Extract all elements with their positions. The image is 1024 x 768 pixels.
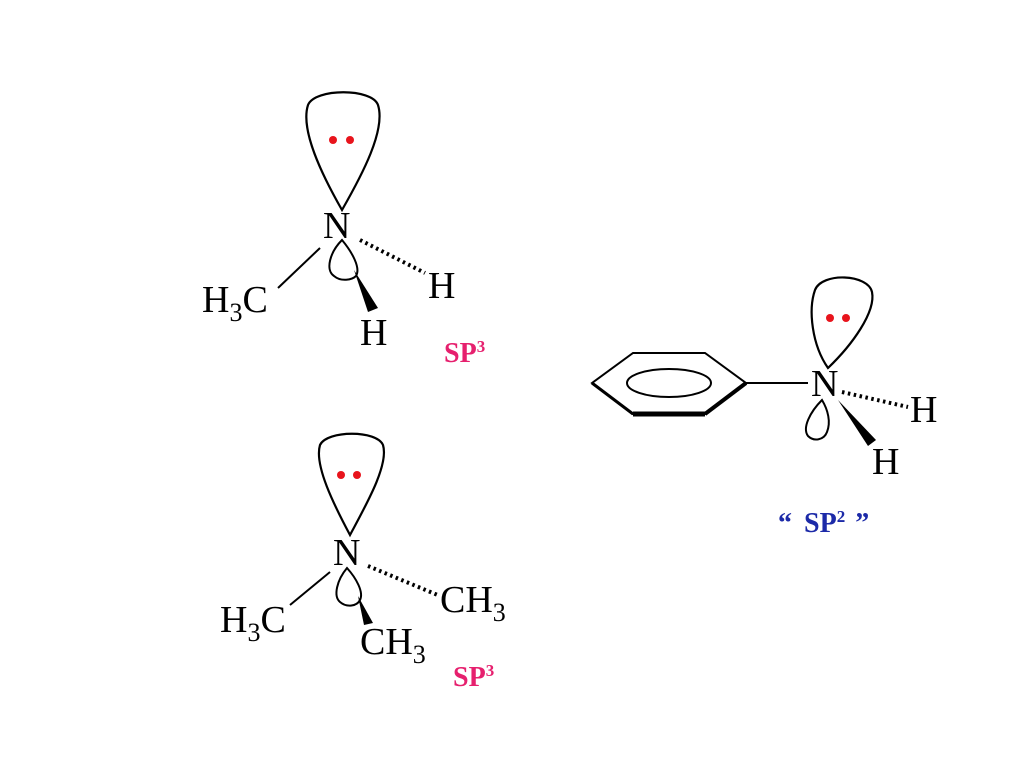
lone-pair-electron [329, 136, 337, 144]
hydrogen-atom-bottom: H [872, 441, 899, 483]
methylamine-molecule: N H H H3C SP3 [202, 91, 485, 369]
hydrogen-atom-right: H [910, 389, 937, 431]
methyl-subscript: 3 [229, 298, 242, 327]
lone-pair-electron [842, 314, 850, 322]
nitrogen-atom: N [333, 532, 360, 574]
back-orbital-lobe [335, 566, 362, 607]
lone-pair-orbital [810, 276, 874, 370]
back-orbital-lobe [328, 238, 359, 281]
hybridization-label-sp2: “SP2” [778, 507, 869, 539]
hydrogen-atom-right: H [428, 265, 455, 307]
hashed-bond-n-h [841, 390, 909, 409]
lone-pair-orbital [305, 91, 381, 213]
hybridization-label-sp3: SP3 [444, 337, 485, 369]
wedge-bond-n-ch3 [358, 596, 373, 625]
back-orbital-lobe [804, 398, 830, 441]
trimethylamine-molecule: N H3C CH3 CH3 SP3 [220, 432, 506, 693]
benzene-bold-edge [591, 381, 634, 416]
benzene-bold-edge [703, 381, 748, 416]
methyl-group-left: H3C [220, 599, 286, 647]
bond-n-ch3 [277, 247, 321, 289]
hashed-bond-n-ch3 [367, 564, 441, 598]
lone-pair-electron [337, 471, 345, 479]
methyl-group-label: H3C [202, 279, 268, 327]
aromatic-circle [626, 368, 712, 398]
hydrogen-atom-bottom: H [360, 312, 387, 354]
lone-pair-electron [346, 136, 354, 144]
lone-pair-orbital [317, 432, 386, 538]
nitrogen-atom: N [811, 363, 838, 405]
hashed-bond-n-h [359, 238, 426, 275]
benzene-ring [590, 352, 748, 415]
methyl-group-right: CH3 [440, 579, 506, 627]
methyl-h: H [202, 279, 229, 321]
wedge-bond-n-h [838, 400, 876, 446]
wedge-bond-n-h [354, 270, 378, 312]
nitrogen-atom: N [323, 205, 350, 247]
lone-pair-electron [826, 314, 834, 322]
hybridization-label-sp3: SP3 [453, 661, 494, 693]
lone-pair-electron [353, 471, 361, 479]
aniline-molecule: N H H “SP2” [590, 276, 937, 539]
methyl-c: C [242, 279, 267, 321]
methyl-group-bottom: CH3 [360, 621, 426, 669]
bond-n-ch3-left [289, 571, 331, 606]
